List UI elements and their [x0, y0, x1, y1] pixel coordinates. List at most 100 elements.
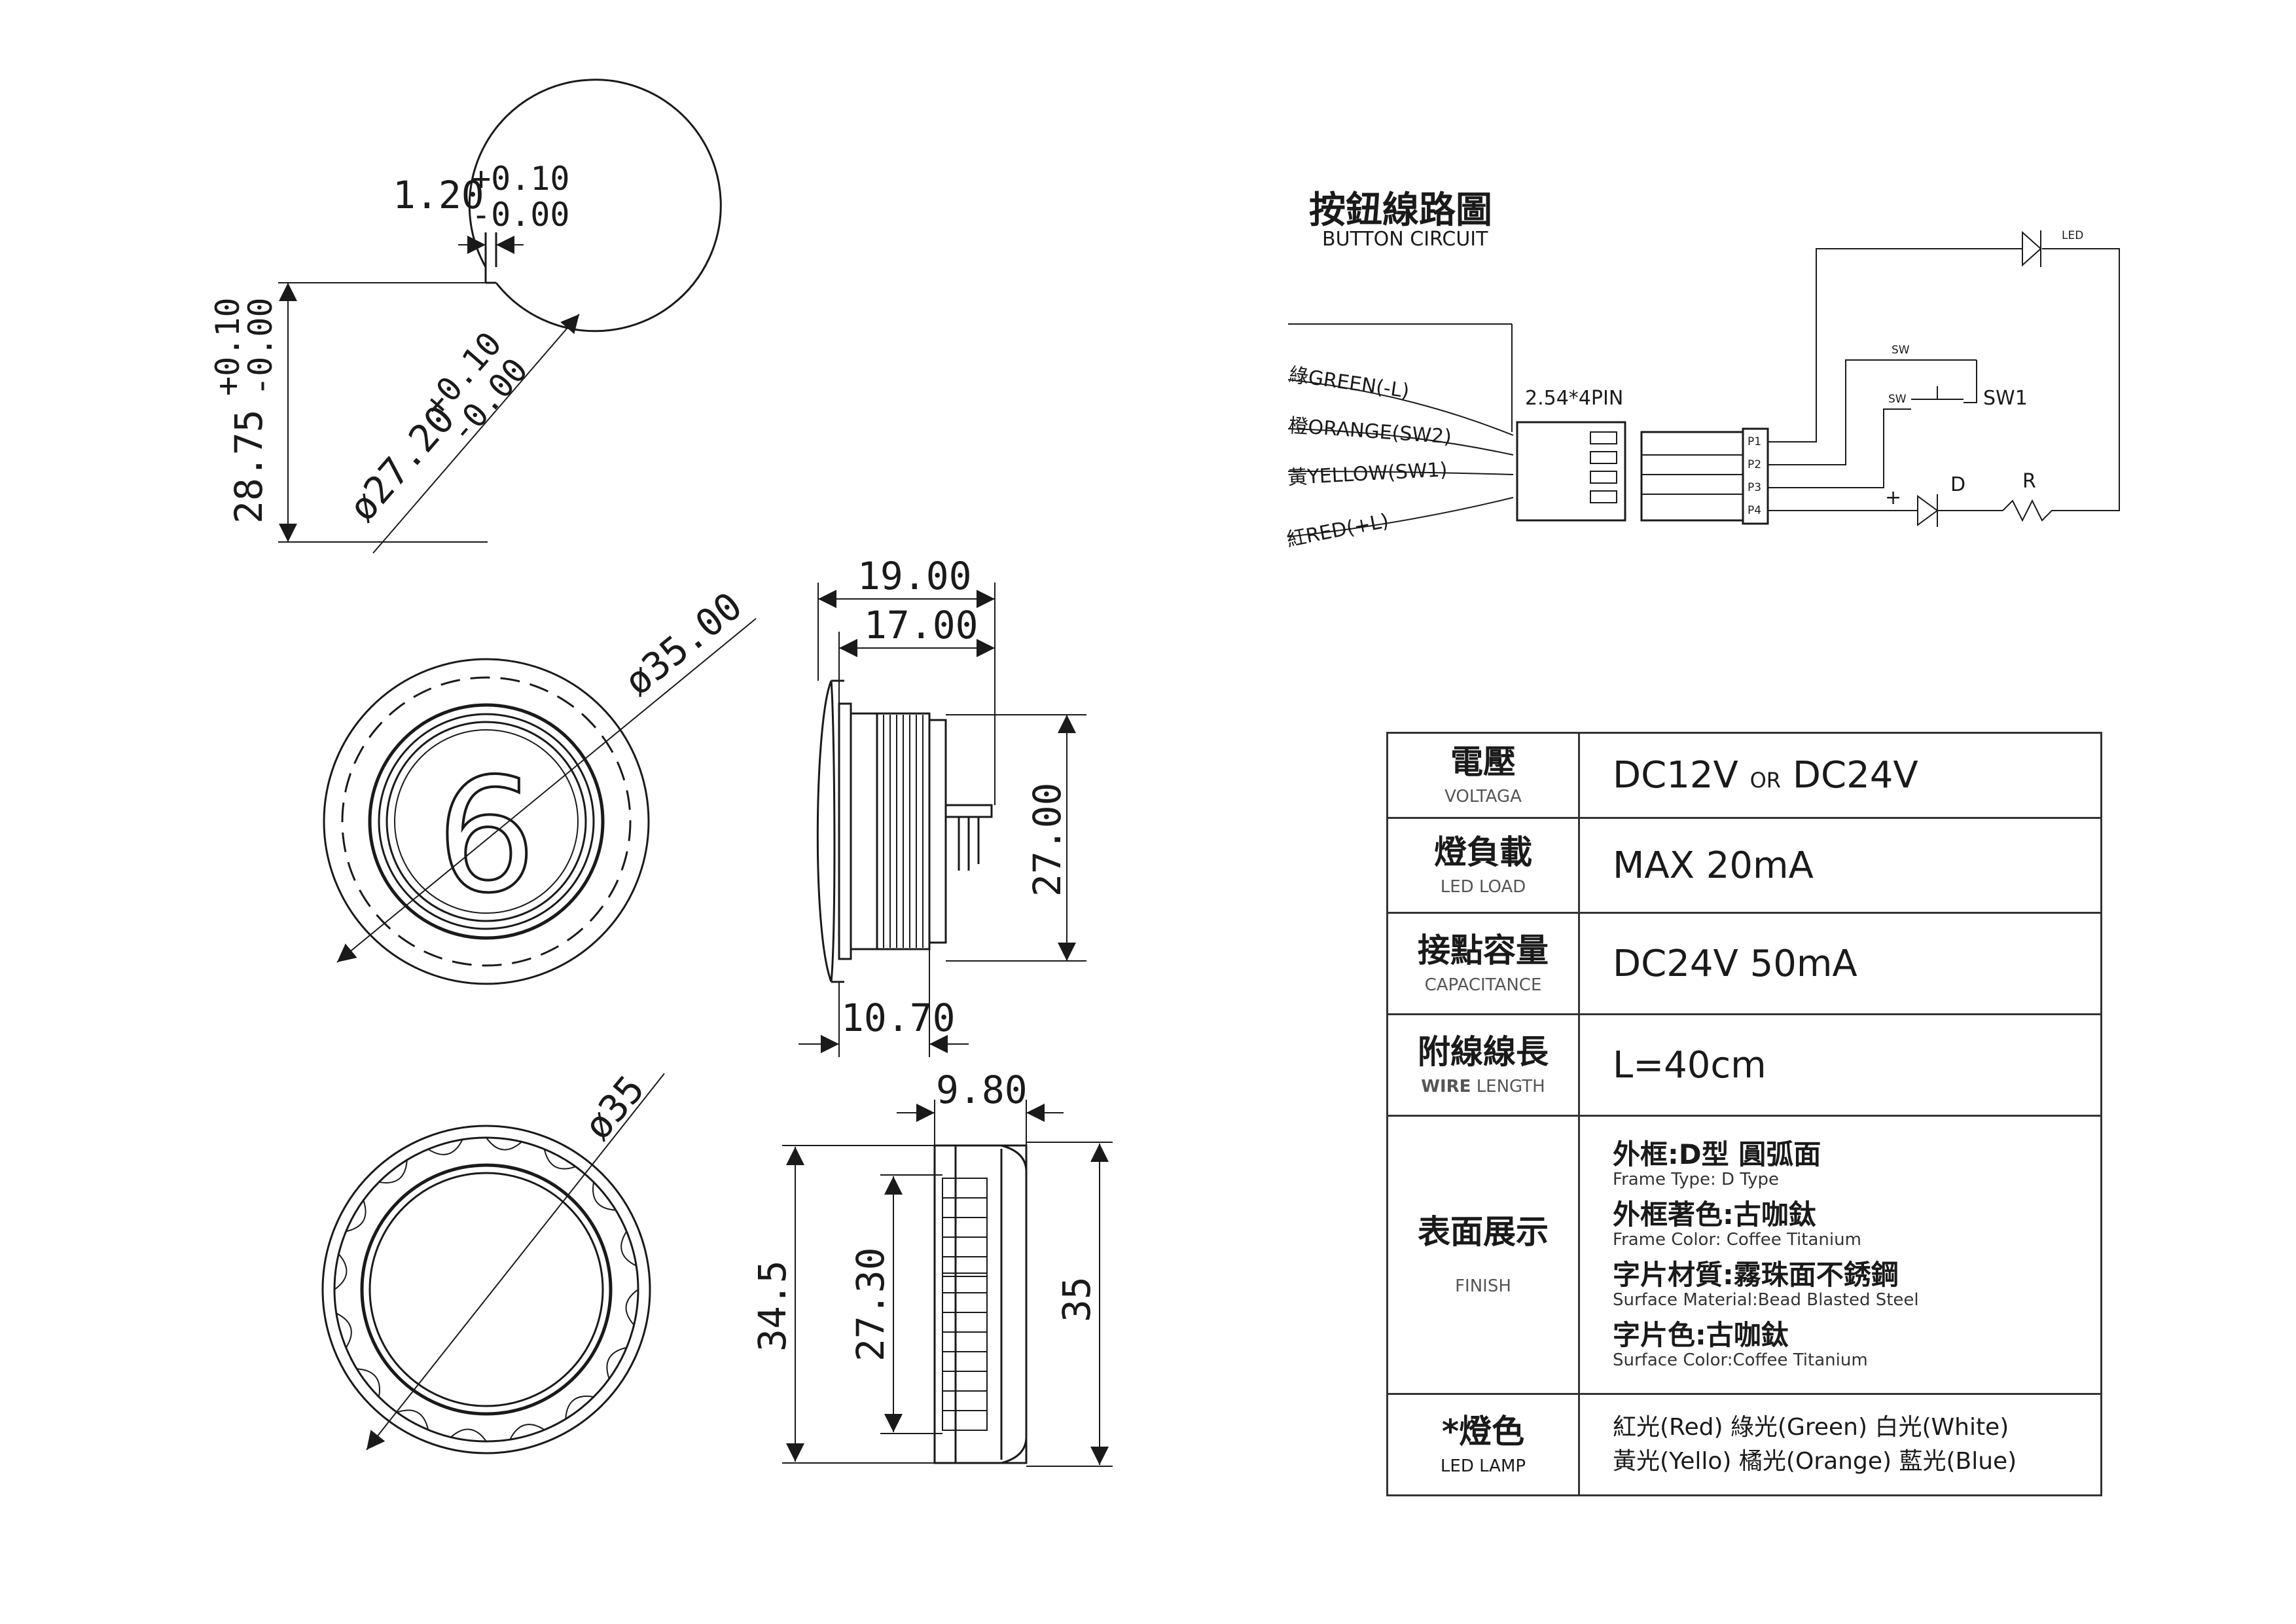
lamp-value-cell: 紅光(Red) 綠光(Green) 白光(White) 黃光(Yello) 橘光… — [1578, 1393, 2102, 1496]
led-diode-symbol — [2022, 230, 2042, 267]
connector-header — [1640, 431, 1744, 522]
spec-table: 電壓 VOLTAGA DC12V OR DC24V 燈負載 LED LOAD M… — [1386, 732, 2102, 1496]
grip-scallop — [592, 1182, 616, 1211]
wire-length-en-a: WIRE — [1421, 1076, 1471, 1096]
side-thread-length-label: 10.70 — [841, 996, 956, 1040]
grip-scallop — [357, 1368, 380, 1398]
finish-item-0-zh: 外框:D型 圓弧面 — [1613, 1138, 1821, 1170]
bottom-outer-label: 35 — [1054, 1276, 1099, 1322]
spec-row-lamp: *燈色 LED LAMP 紅光(Red) 綠光(Green) 白光(White)… — [1386, 1393, 2102, 1496]
connector-label: 2.54*4PIN — [1525, 387, 1623, 410]
finish-label-cell: 表面展示 FINISH — [1386, 1115, 1580, 1395]
grip-scallop — [509, 1424, 545, 1440]
spec-row-voltage: 電壓 VOLTAGA DC12V OR DC24V — [1386, 732, 2102, 819]
grip-scallop — [334, 1254, 348, 1290]
lamp-line-2: 黃光(Yello) 橘光(Orange) 藍光(Blue) — [1613, 1448, 2017, 1475]
capacitance-label-zh: 接點容量 — [1418, 931, 1549, 969]
grip-scallop — [397, 1409, 429, 1430]
bottom-side-ribs — [942, 1178, 988, 1431]
voltage-value-cell: DC12V OR DC24V — [1578, 732, 2102, 819]
wire-label-orange: 橙ORANGE(SW2) — [1287, 414, 1452, 448]
finish-item-0-en: Frame Type: D Type — [1613, 1169, 1780, 1189]
wire-label-green: 綠GREEN(-L) — [1287, 363, 1410, 403]
spec-row-wire-length: 附線線長 WIRE LENGTH L=40cm — [1386, 1013, 2102, 1117]
wire-length-en-b: LENGTH — [1476, 1076, 1545, 1096]
finish-label-en: FINISH — [1455, 1276, 1511, 1296]
back-diameter-label: ø35 — [575, 1067, 653, 1148]
finish-item-1-en: Frame Color: Coffee Titanium — [1613, 1230, 1861, 1250]
led-load-label-zh: 燈負載 — [1434, 833, 1532, 871]
voltage-value-2: DC24V — [1792, 754, 1918, 797]
slot-tol-plus: +0.10 — [471, 160, 570, 198]
voltage-or: OR — [1749, 768, 1782, 793]
grip-scallop — [336, 1312, 352, 1348]
bottom-depth-label: 9.80 — [936, 1068, 1028, 1112]
front-diameter-label: ø35.00 — [616, 583, 751, 704]
side-body-length-label: 17.00 — [864, 603, 978, 647]
finish-item-2-zh: 字片材質:霧珠面不銹鋼 — [1613, 1259, 1899, 1291]
side-view: 19.00 17.00 10.70 27.00 — [798, 554, 1086, 1057]
wire-length-label-cell: 附線線長 WIRE LENGTH — [1386, 1013, 1580, 1117]
back-view: ø35 — [321, 1067, 665, 1454]
button-numeral: 6 — [437, 744, 537, 928]
led-load-label-en: LED LOAD — [1440, 876, 1526, 897]
cutout-height-label: 28.75 — [226, 409, 271, 524]
led-load-value: MAX 20mA — [1578, 817, 2102, 914]
grip-scallop — [427, 1139, 463, 1155]
pin-p1: P1 — [1748, 435, 1761, 448]
capacitance-label-en: CAPACITANCE — [1424, 975, 1542, 995]
spec-row-capacitance: 接點容量 CAPACITANCE DC24V 50mA — [1386, 912, 2102, 1015]
resistor-label: R — [2022, 470, 2036, 493]
lamp-line-1: 紅光(Red) 綠光(Green) 白光(White) — [1613, 1413, 2009, 1441]
finish-item-2-en: Surface Material:Bead Blasted Steel — [1613, 1290, 1919, 1310]
capacitance-label-cell: 接點容量 CAPACITANCE — [1386, 912, 1580, 1015]
side-total-length-label: 19.00 — [857, 554, 972, 598]
wire-bundle — [1287, 323, 1514, 537]
finish-item-3-zh: 字片色:古咖鈦 — [1613, 1319, 1789, 1352]
button-circuit: 按鈕線路圖 BUTTON CIRCUIT 綠GREEN(-L) 橙ORANGE(… — [1285, 189, 2120, 552]
connector-housing — [1516, 421, 1626, 522]
voltage-value-1: DC12V — [1613, 754, 1738, 797]
finish-value-cell: 外框:D型 圓弧面 Frame Type: D Type 外框著色:古咖鈦 Fr… — [1578, 1115, 2102, 1395]
finish-label-zh: 表面展示 — [1418, 1212, 1549, 1251]
grip-scallop — [486, 1137, 522, 1151]
circuit-title-zh: 按鈕線路圖 — [1309, 189, 1492, 232]
resistor-symbol — [2002, 499, 2055, 522]
grip-scallop — [346, 1200, 367, 1233]
wire-length-label-zh: 附線線長 — [1418, 1032, 1549, 1071]
lamp-label-cell: *燈色 LED LAMP — [1386, 1393, 1580, 1496]
circuit-title-en: BUTTON CIRCUIT — [1322, 228, 1488, 251]
voltage-label-cell: 電壓 VOLTAGA — [1386, 732, 1580, 819]
cutout-outline — [468, 79, 722, 333]
lamp-label-en: LED LAMP — [1440, 1456, 1526, 1476]
led-label: LED — [2062, 229, 2083, 242]
pin-p3: P3 — [1748, 481, 1761, 494]
voltage-label-zh: 電壓 — [1450, 743, 1516, 781]
slot-tol-minus: -0.00 — [471, 196, 570, 234]
pin-p4: P4 — [1748, 504, 1761, 517]
panel-cutout-view: 1.20 +0.10 -0.00 28.75 +0.10 -0.00 ø27.2… — [209, 79, 722, 554]
front-view: 6 ø35.00 — [323, 583, 757, 985]
sw2-label: SW — [1892, 344, 1910, 357]
side-body-diameter-label: 27.00 — [1025, 782, 1069, 897]
sw1-label: SW1 — [1983, 387, 2028, 410]
bottom-side-view: 9.80 34.5 27.30 35 — [750, 1068, 1113, 1467]
pin-block — [1742, 427, 1769, 525]
bottom-inner-label: 27.30 — [848, 1247, 893, 1362]
sw1-small-label: SW — [1888, 393, 1907, 406]
pin-p2: P2 — [1748, 458, 1761, 471]
spec-row-finish: 表面展示 FINISH 外框:D型 圓弧面 Frame Type: D Type… — [1386, 1115, 2102, 1395]
grip-scallops — [334, 1137, 639, 1442]
finish-item-1-zh: 外框著色:古咖鈦 — [1613, 1198, 1816, 1231]
wire-length-label-en: WIRE LENGTH — [1388, 1077, 1578, 1096]
wire-label-yellow: 黃YELLOW(SW1) — [1287, 458, 1448, 490]
diode-symbol — [1917, 495, 1939, 526]
voltage-label-en: VOLTAGA — [1444, 787, 1522, 806]
finish-item-3-en: Surface Color:Coffee Titanium — [1613, 1350, 1868, 1371]
capacitance-value: DC24V 50mA — [1578, 912, 2102, 1015]
led-load-label-cell: 燈負載 LED LOAD — [1386, 817, 1580, 914]
grip-scallop — [565, 1396, 594, 1419]
cutout-height-tol-plus: +0.10 — [209, 297, 247, 396]
grip-scallop — [450, 1428, 487, 1442]
